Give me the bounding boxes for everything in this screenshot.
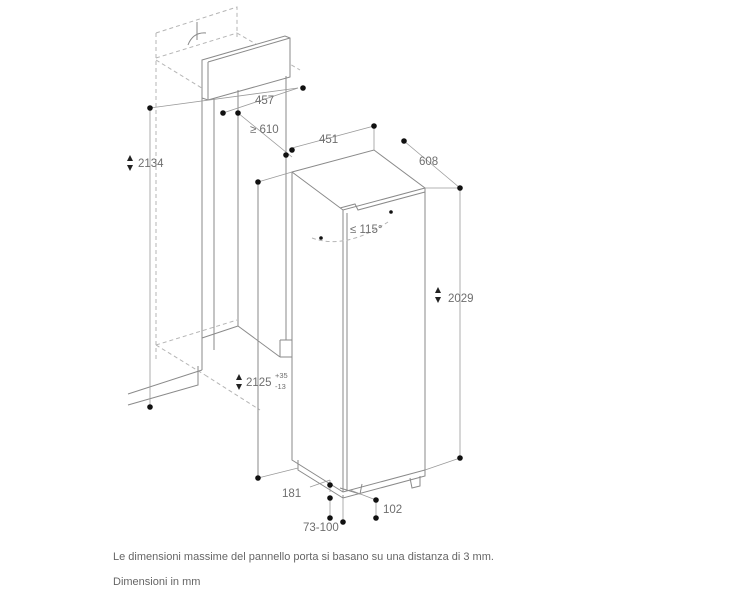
- hinge-icon: [187, 22, 207, 46]
- dim-tolerance-plus: +35: [275, 371, 288, 380]
- dim-door-angle: ≤ 115°: [350, 224, 382, 236]
- appliance: [291, 149, 426, 499]
- dimension-lines: [149, 87, 461, 522]
- dim-top-panel-depth: 457: [255, 95, 274, 107]
- note-door-panel: Le dimensioni massime del pannello porta…: [113, 551, 494, 563]
- dim-plinth-setback: 73-100: [303, 522, 339, 534]
- dimension-points: [147, 85, 463, 525]
- dim-appliance-height: 2029: [448, 293, 474, 305]
- dim-min-depth: ≥ 610: [250, 124, 279, 136]
- note-units: Dimensioni in mm: [113, 576, 201, 588]
- door-swing-arc: [311, 221, 389, 243]
- dim-appliance-depth: 608: [419, 156, 438, 168]
- dim-niche-height-range: 2125: [246, 377, 272, 389]
- dim-tolerance-minus: -13: [275, 382, 286, 391]
- cabinet-walls: [127, 76, 292, 478]
- height-arrow-icon: [127, 155, 441, 390]
- dim-niche-height: 2134: [138, 158, 164, 170]
- top-panel: [201, 35, 291, 101]
- dim-appliance-width: 451: [319, 134, 338, 146]
- dim-plinth-height: 181: [282, 488, 301, 500]
- dim-plinth-depth: 102: [383, 504, 402, 516]
